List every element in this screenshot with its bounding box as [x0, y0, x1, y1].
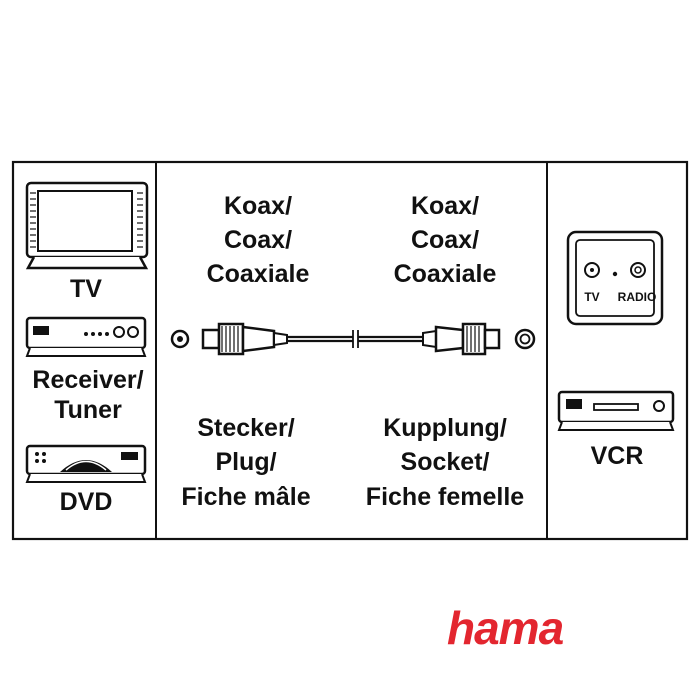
vcr-label: VCR [591, 442, 644, 470]
tv-label: TV [70, 275, 102, 303]
receiver-label-line1: Receiver/ [32, 366, 143, 394]
diagram-frame [11, 160, 689, 541]
coax-cable-icon [170, 322, 536, 356]
wall-socket-tv-label: TV [584, 290, 599, 304]
receiver-label-line2: Tuner [54, 396, 122, 424]
dvd-player-icon [25, 444, 147, 483]
vcr-icon [557, 390, 675, 431]
right-cable-type-line1: Koax/ [411, 192, 479, 220]
wall-socket-icon [566, 230, 664, 326]
left-cable-type-line1: Koax/ [224, 192, 292, 220]
left-cable-type-line2: Coax/ [224, 226, 292, 254]
hama-logo: hama [447, 602, 564, 654]
wall-socket-radio-label: RADIO [618, 290, 657, 304]
receiver-icon [25, 316, 147, 357]
left-cable-type-line3: Coaxiale [207, 260, 310, 288]
right-connector-line1: Kupplung/ [383, 414, 507, 442]
dvd-label: DVD [60, 488, 113, 516]
left-connector-line2: Plug/ [215, 448, 276, 476]
right-connector-line3: Fiche femelle [366, 483, 524, 511]
left-connector-line1: Stecker/ [197, 414, 294, 442]
right-cable-type-line3: Coaxiale [394, 260, 497, 288]
right-cable-type-line2: Coax/ [411, 226, 479, 254]
left-connector-line3: Fiche mâle [181, 483, 310, 511]
right-connector-line2: Socket/ [401, 448, 490, 476]
tv-icon [25, 181, 149, 270]
